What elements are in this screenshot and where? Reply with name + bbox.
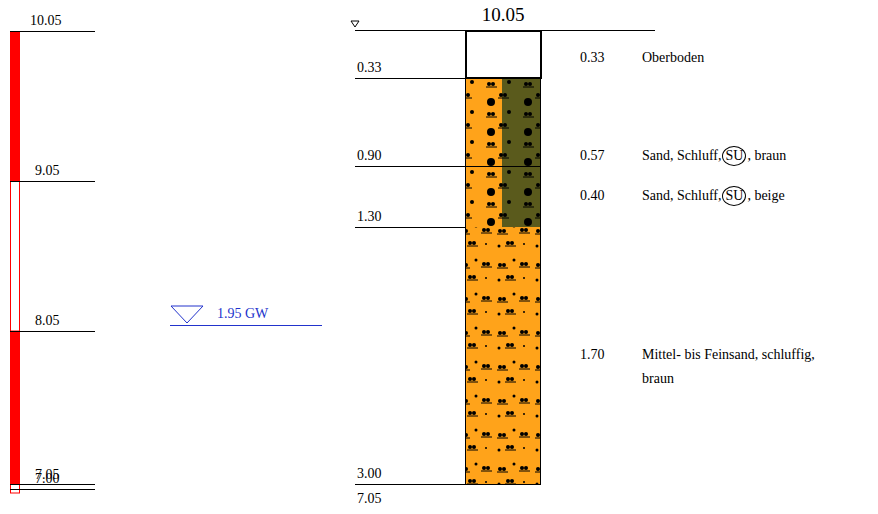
layer-description: Mittel- bis Feinsand, schluffig, <box>642 347 815 363</box>
thickness-label: 0.57 <box>580 148 605 164</box>
sand-layer <box>465 227 541 484</box>
depth-label: 1.30 <box>357 209 382 225</box>
scale-ticks <box>10 32 95 490</box>
depth-label: 0.33 <box>357 60 382 76</box>
depth-label: 7.05 <box>357 491 382 507</box>
scale-bar <box>11 484 20 493</box>
top-elevation: 10.05 <box>482 4 525 26</box>
scale-bar <box>10 31 20 181</box>
thickness-label: 1.70 <box>580 347 605 363</box>
soil-hatch <box>465 79 541 227</box>
layer-boundary <box>465 166 541 167</box>
layer-description: Sand, Schluff, <box>642 148 721 164</box>
elevation-label: 10.05 <box>30 13 62 29</box>
soil-code-circle: SU <box>722 186 746 206</box>
soil-code-circle: SU <box>722 146 746 166</box>
elevation-label: 8.05 <box>35 313 60 329</box>
soil-code: SU <box>725 188 743 203</box>
scale-bar <box>10 331 20 484</box>
depth-ticks <box>355 31 655 485</box>
groundwater-symbol <box>170 306 322 326</box>
top-marker <box>351 21 359 27</box>
scale-bar <box>11 181 20 331</box>
elevation-label: 7.00 <box>35 471 60 487</box>
layer-description: , beige <box>747 188 784 204</box>
soil-code: SU <box>725 148 743 163</box>
layer-description: , braun <box>747 148 786 164</box>
layer-description: braun <box>642 371 674 387</box>
layer-description: Oberboden <box>642 50 704 66</box>
column-outline <box>466 79 541 485</box>
depth-label: 3.00 <box>357 466 382 482</box>
elevation-label: 9.05 <box>35 163 60 179</box>
thickness-label: 0.40 <box>580 188 605 204</box>
sand-hatch <box>465 227 541 484</box>
groundwater-label: 1.95 GW <box>217 306 268 322</box>
topsoil-layer <box>466 31 541 78</box>
layer-description: Sand, Schluff, <box>642 188 721 204</box>
thickness-label: 0.33 <box>580 50 605 66</box>
depth-label: 0.90 <box>357 148 382 164</box>
